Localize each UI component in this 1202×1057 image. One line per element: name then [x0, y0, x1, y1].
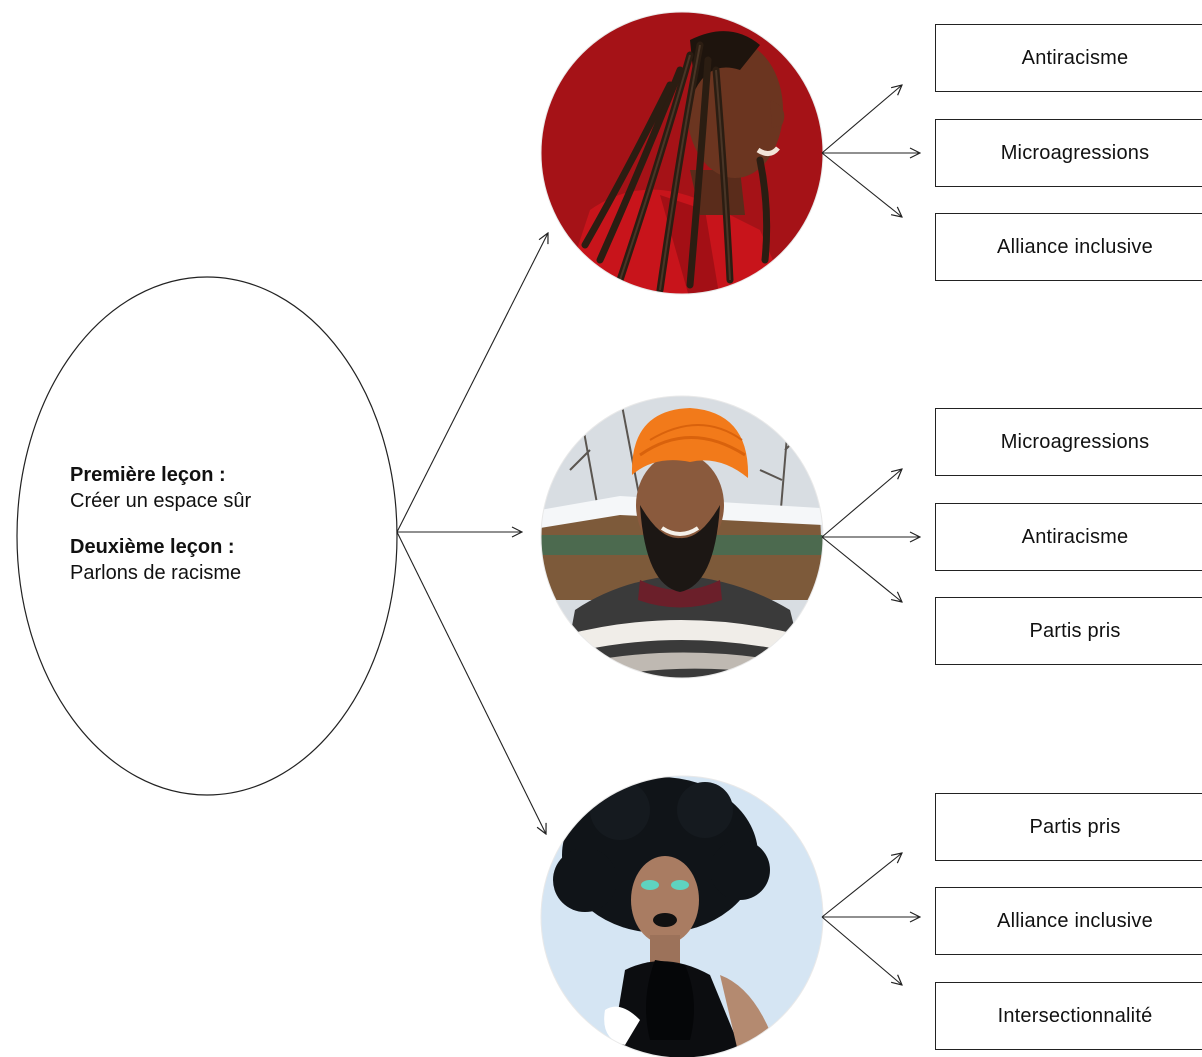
topic-box-p3-2[interactable]: Alliance inclusive: [935, 887, 1202, 955]
topic-box-p1-3[interactable]: Alliance inclusive: [935, 213, 1202, 281]
topic-box-p1-2[interactable]: Microagressions: [935, 119, 1202, 187]
topic-box-p1-1[interactable]: Antiracisme: [935, 24, 1202, 92]
topic-box-p2-3[interactable]: Partis pris: [935, 597, 1202, 665]
arrow-p2-topic-3: [821, 536, 902, 602]
person-3-photo: [541, 776, 823, 1057]
lesson-1-title: Première leçon :: [70, 464, 226, 486]
arrow-p3-topic-3: [821, 916, 902, 985]
oval-connectors: [396, 233, 548, 834]
topic-box-p3-3[interactable]: Intersectionnalité: [935, 982, 1202, 1050]
topic-box-p2-2[interactable]: Antiracisme: [935, 503, 1202, 571]
arrow-p1-topic-3: [821, 152, 902, 217]
arrow-to-person-3: [396, 531, 546, 834]
person-1-photo: [541, 12, 823, 294]
person-2-photo: [541, 396, 823, 678]
arrow-to-person-1: [396, 233, 548, 533]
lesson-oval: [16, 276, 398, 796]
arrow-p3-topic-1: [821, 853, 902, 918]
lesson-1-subtitle: Créer un espace sûr: [70, 490, 252, 512]
topic-connectors: [821, 85, 920, 985]
topic-box-p3-1[interactable]: Partis pris: [935, 793, 1202, 861]
topic-box-p2-1[interactable]: Microagressions: [935, 408, 1202, 476]
lesson-text: Première leçon : Créer un espace sûr Deu…: [70, 462, 370, 586]
lesson-2-subtitle: Parlons de racisme: [70, 562, 242, 584]
lesson-2-title: Deuxième leçon :: [70, 536, 235, 558]
arrow-p1-topic-1: [821, 85, 902, 154]
arrow-p2-topic-1: [821, 469, 902, 538]
